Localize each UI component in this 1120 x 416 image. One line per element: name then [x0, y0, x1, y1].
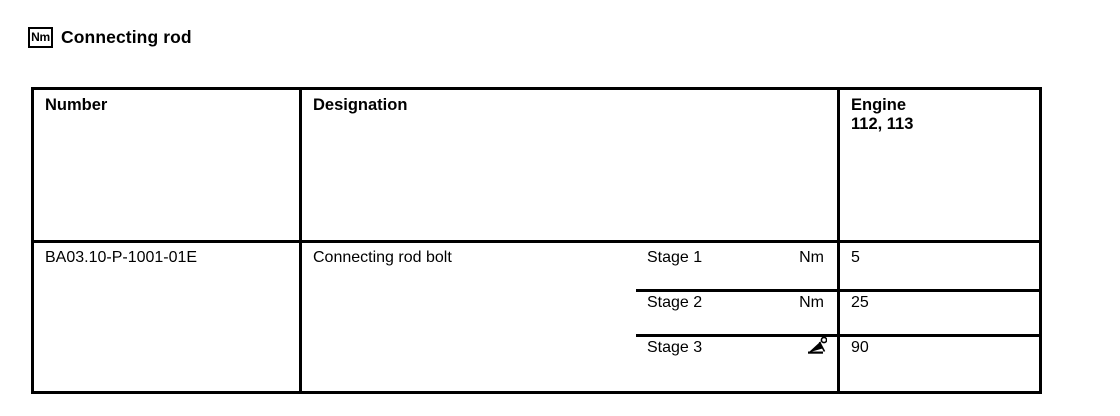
column-header-designation: Designation	[313, 96, 408, 114]
column-header-number: Number	[45, 96, 108, 114]
cell-stage-3-label: Stage 3	[647, 339, 703, 356]
cell-stage-1-unit: Nm	[799, 249, 824, 266]
page-title-text: Connecting rod	[61, 26, 192, 47]
page-title: Nm Connecting rod	[28, 24, 192, 50]
cell-number: BA03.10-P-1001-01E	[45, 249, 198, 266]
header-body-divider	[34, 240, 1039, 243]
torque-specification-table: Number Designation Engine 112, 113 BA03.…	[31, 87, 1042, 394]
angle-degrees-icon	[807, 336, 828, 355]
cell-designation: Connecting rod bolt	[313, 249, 452, 266]
cell-stage-1-label: Stage 1	[647, 249, 703, 266]
stage-divider-1	[636, 289, 1039, 292]
cell-stage-2-unit: Nm	[799, 294, 824, 311]
column-header-engine: Engine 112, 113	[851, 96, 914, 133]
torque-nm-icon: Nm	[28, 26, 53, 48]
cell-stage-1-value: 5	[851, 249, 860, 266]
stage-divider-2	[636, 334, 1039, 337]
cell-stage-3-value: 90	[851, 339, 869, 356]
cell-stage-2-value: 25	[851, 294, 869, 311]
cell-stage-2-label: Stage 2	[647, 294, 703, 311]
